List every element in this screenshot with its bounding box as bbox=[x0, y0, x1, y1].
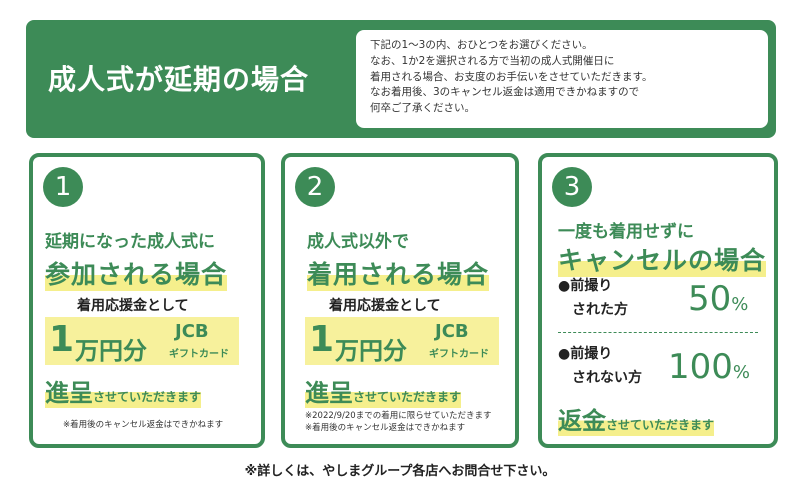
option-condition: 成人式以外で bbox=[307, 232, 409, 252]
amount-highlight: 1 万円分 JCB ギフトカード bbox=[45, 317, 239, 365]
refund-rest: させていただきます bbox=[606, 418, 715, 432]
case-a-label-2: された方 bbox=[572, 302, 628, 318]
present-line: 進呈させていただきます bbox=[305, 373, 462, 408]
option-condition: 一度も着用せずに bbox=[558, 222, 694, 242]
case-a-percent: 50% bbox=[688, 279, 748, 319]
percent-value: 100 bbox=[668, 347, 733, 387]
fine-print: ※着用後のキャンセル返金はできかねます bbox=[63, 420, 224, 430]
option-subtitle: 着用応援金として bbox=[77, 298, 189, 314]
note-line: なお着用後、3のキャンセル返金は適用できかねますので bbox=[370, 86, 640, 99]
brand-name: JCB bbox=[175, 321, 209, 342]
case-b-label-1: ●前撮り bbox=[558, 346, 613, 362]
note-line: なお、1か2を選択される方で当初の成人式開催日に bbox=[370, 54, 615, 67]
amount-number: 1 bbox=[49, 319, 75, 360]
present-rest: させていただきます bbox=[353, 390, 462, 404]
gift-card-label: ギフトカード bbox=[169, 349, 229, 360]
note-line: 何卒ご了承ください。 bbox=[370, 102, 475, 115]
note-line: 下記の1～3の内、おひとつをお選びください。 bbox=[370, 39, 593, 51]
option-heading: キャンセルの場合 bbox=[558, 241, 767, 277]
fine-print: ※2022/9/20までの着用に限らせていただきます bbox=[305, 411, 492, 421]
amount-unit: 万円分 bbox=[335, 337, 407, 365]
case-b-label-2: されない方 bbox=[572, 370, 642, 386]
option-number-badge: 2 bbox=[295, 167, 335, 207]
option-heading: 参加される場合 bbox=[45, 255, 228, 291]
amount-number: 1 bbox=[309, 319, 335, 360]
refund-big: 返金 bbox=[558, 407, 606, 435]
header-banner: 成人式が延期の場合 下記の1～3の内、おひとつをお選びください。 なお、1か2を… bbox=[26, 20, 776, 138]
percent-sign: % bbox=[731, 294, 749, 315]
amount-highlight: 1 万円分 JCB ギフトカード bbox=[305, 317, 499, 365]
percent-value: 50 bbox=[688, 279, 732, 319]
option-card-3: 3 一度も着用せずに キャンセルの場合 ●前撮り された方 50% ●前撮り さ… bbox=[538, 153, 778, 448]
case-b-percent: 100% bbox=[668, 347, 750, 387]
option-heading: 着用される場合 bbox=[307, 255, 490, 291]
present-big: 進呈 bbox=[45, 379, 93, 407]
option-subtitle: 着用応援金として bbox=[329, 298, 441, 314]
amount-unit: 万円分 bbox=[75, 337, 147, 365]
case-a-label-1: ●前撮り bbox=[558, 278, 613, 294]
percent-sign: % bbox=[732, 362, 751, 383]
gift-card-label: ギフトカード bbox=[429, 349, 489, 360]
banner-note: 下記の1～3の内、おひとつをお選びください。 なお、1か2を選択される方で当初の… bbox=[356, 30, 768, 128]
option-card-2: 2 成人式以外で 着用される場合 着用応援金として 1 万円分 JCB ギフトカ… bbox=[281, 153, 519, 448]
option-card-1: 1 延期になった成人式に 参加される場合 着用応援金として 1 万円分 JCB … bbox=[29, 153, 265, 448]
note-line: 着用される場合、お支度のお手伝いをさせていただきます。 bbox=[370, 70, 653, 83]
fine-print: ※着用後のキャンセル返金はできかねます bbox=[305, 423, 466, 433]
footer-note: ※詳しくは、やしまグループ各店へお問合せ下さい。 bbox=[244, 464, 556, 479]
present-big: 進呈 bbox=[305, 379, 353, 407]
divider bbox=[558, 332, 758, 333]
option-number-badge: 3 bbox=[552, 167, 592, 207]
option-condition: 延期になった成人式に bbox=[45, 232, 215, 252]
brand-name: JCB bbox=[435, 321, 469, 342]
present-line: 進呈させていただきます bbox=[45, 373, 202, 408]
present-rest: させていただきます bbox=[93, 390, 202, 404]
option-number-badge: 1 bbox=[43, 167, 83, 207]
refund-line: 返金させていただきます bbox=[558, 401, 715, 436]
banner-title: 成人式が延期の場合 bbox=[48, 63, 310, 96]
